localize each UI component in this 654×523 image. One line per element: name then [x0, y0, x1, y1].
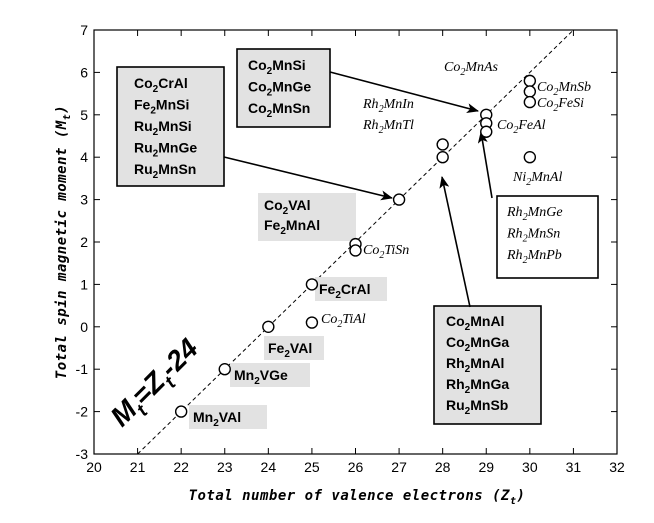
x-tick-label: 29 [478, 459, 494, 475]
y-tick-label: 7 [80, 22, 88, 38]
x-tick-label: 24 [261, 459, 277, 475]
compound-label: Rh2​MnAl [446, 355, 504, 375]
x-tick-label: 25 [304, 459, 320, 475]
point-label: Ni2​MnAl [512, 170, 562, 188]
y-tick-label: 3 [80, 192, 88, 208]
point-label: Mn2​VAl [193, 409, 241, 429]
data-point [480, 125, 493, 138]
compound-label: Ru2​MnSi [134, 118, 192, 138]
data-point [305, 316, 319, 329]
callout-arrow [439, 176, 471, 308]
data-point [436, 150, 449, 164]
point-label-box [264, 336, 324, 360]
fit-line-formula: Mt=Zt-24 [104, 332, 209, 437]
compound-group-box [433, 305, 542, 425]
y-axis-title: Total spin magnetic moment (Mt) [54, 105, 73, 379]
compound-label: Rh2​MnPb [506, 248, 562, 266]
compound-label: Co2​MnSn [248, 100, 310, 120]
compound-label: Rh2​MnGe [506, 205, 563, 223]
compound-group-box [496, 195, 599, 279]
y-tick-label: 6 [80, 64, 88, 80]
compound-label: Rh2​MnIn [362, 97, 414, 115]
compound-label: Ru2​MnSn [134, 161, 196, 181]
fit-line-formula-text: Mt=Zt-24 [104, 332, 209, 437]
data-points [174, 74, 537, 418]
y-tick-label: 0 [80, 319, 88, 335]
x-tick-label: 21 [130, 459, 146, 475]
data-point [523, 74, 537, 88]
labels: Mt=Zt-24Mn2​VAlMn2​VGeFe2​VAlFe2​CrAlCo2… [104, 57, 591, 437]
x-tick-label: 28 [435, 459, 451, 475]
x-axis-title: Total number of valence electrons (Zt) [189, 488, 526, 507]
compound-group-box [236, 48, 331, 128]
point-label: Mn2​VGe [234, 367, 288, 387]
y-tick-label: 1 [80, 276, 88, 292]
compound-label: Co2​MnAl [446, 313, 504, 333]
compound-label: Rh2​MnSn [506, 227, 560, 245]
compound-label: Rh2​MnGa [446, 376, 509, 396]
point-label-box [230, 363, 310, 387]
point-label: Fe2​VAl [268, 340, 312, 360]
compound-label: Co2​MnGe [248, 79, 311, 99]
x-tick-label: 30 [522, 459, 538, 475]
compound-group-box [116, 66, 225, 187]
point-label-box [315, 277, 387, 301]
y-tick-label: 5 [80, 107, 88, 123]
data-point [392, 193, 406, 206]
x-tick-label: 22 [173, 459, 189, 475]
point-label: Co2​FeSi [537, 96, 584, 114]
y-tick-label: 4 [80, 149, 88, 165]
data-point [523, 85, 537, 98]
compound-label: Fe2​MnAl [264, 217, 320, 237]
compound-label: Co2​VAl [264, 197, 311, 217]
data-point [262, 320, 275, 333]
arrows [223, 71, 493, 308]
point-label: Co2​TiSn [363, 243, 409, 261]
data-point [523, 95, 537, 109]
data-point [349, 244, 362, 257]
x-tick-label: 31 [566, 459, 582, 475]
point-label: Co2​TiAl [321, 312, 366, 330]
data-point [174, 405, 188, 418]
x-tick-label: 23 [217, 459, 233, 475]
compound-label: Fe2​MnSi [134, 97, 189, 117]
data-point [305, 278, 319, 291]
callout-arrow [223, 156, 393, 201]
compound-label: Co2​MnGa [446, 334, 509, 354]
x-tick-label: 20 [86, 459, 102, 475]
y-tick-label: -1 [76, 361, 89, 377]
y-tick-label: 2 [80, 234, 88, 250]
compound-group-box [258, 193, 356, 241]
y-tick-label: -3 [76, 446, 89, 462]
x-tick-label: 26 [348, 459, 364, 475]
label-boxes [116, 48, 599, 429]
compound-label: Rh2​MnTl [362, 118, 414, 136]
point-label: Fe2​CrAl [319, 281, 370, 301]
x-tick-label: 32 [609, 459, 625, 475]
compound-label: Ru2​MnSb [446, 397, 508, 417]
x-tick-label: 27 [391, 459, 407, 475]
y-tick-label: -2 [76, 404, 89, 420]
point-label: Co2​FeAl [497, 118, 546, 136]
callout-arrow [477, 131, 493, 199]
compound-label: Co2​CrAl [134, 75, 188, 95]
point-label: Co2​MnSb [537, 80, 591, 98]
callout-arrow [329, 71, 479, 114]
data-point [218, 363, 231, 376]
data-point [523, 150, 537, 164]
data-point [436, 138, 449, 151]
compound-label: Co2​MnSi [248, 57, 306, 77]
compound-label: Ru2​MnGe [134, 140, 197, 160]
point-label: Co2​MnAs [444, 60, 499, 78]
point-label-box [189, 405, 267, 429]
